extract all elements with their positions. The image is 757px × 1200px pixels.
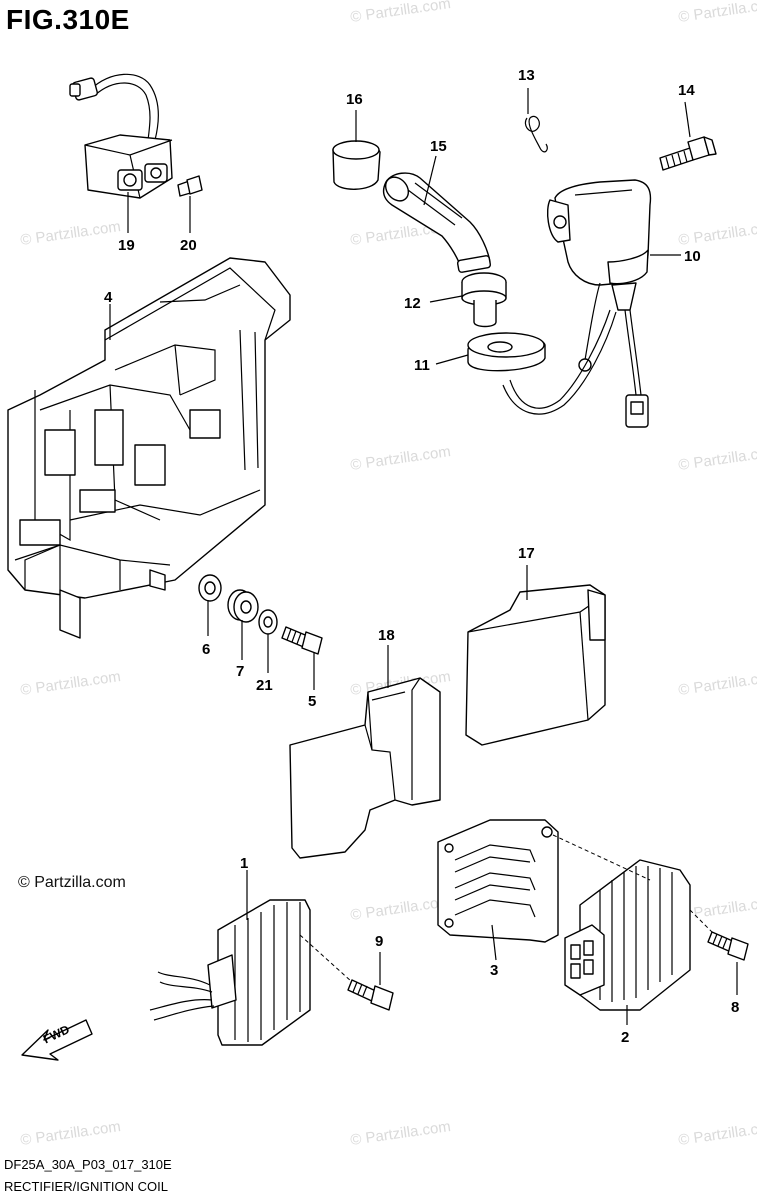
part-11-grommet: [467, 332, 546, 372]
callout-6: 6: [202, 641, 210, 658]
callout-11: 11: [414, 357, 430, 374]
callout-2: 2: [621, 1029, 629, 1046]
callout-8: 8: [731, 999, 739, 1016]
fwd-arrow-icon: FWD: [21, 1019, 93, 1061]
part-6-collar: [198, 574, 222, 602]
part-17-cdi-unit: [465, 584, 606, 746]
part-18-pad: [289, 677, 441, 859]
callout-3: 3: [490, 962, 498, 979]
part-16-cap: [332, 140, 381, 190]
part-1-rectifier: [149, 899, 311, 1046]
part-5-bolt: [281, 626, 323, 655]
part-10-ignition-coil: [502, 179, 652, 428]
part-14-bolt: [659, 136, 717, 171]
part-7-grommet: [227, 589, 259, 623]
part-8-bolt: [707, 931, 749, 961]
part-2-regulator: [564, 859, 691, 1011]
callout-16: 16: [346, 91, 363, 108]
part-4-bracket: [7, 257, 291, 639]
part-20-screw: [177, 175, 203, 197]
callout-21: 21: [256, 677, 273, 694]
callout-13: 13: [518, 67, 535, 84]
callout-19: 19: [118, 237, 135, 254]
callout-17: 17: [518, 545, 535, 562]
callout-1: 1: [240, 855, 248, 872]
callout-18: 18: [378, 627, 395, 644]
callout-12: 12: [404, 295, 421, 312]
figure-title: FIG.310E: [6, 4, 130, 35]
part-12-bushing: [461, 272, 507, 328]
drawing-name: RECTIFIER/IGNITION COIL: [4, 1179, 168, 1194]
callout-7: 7: [236, 663, 244, 680]
callouts: 1 2 3 4 5 6 7 8 9 10 11 12 13 14 15 16 1…: [104, 67, 739, 1046]
callout-9: 9: [375, 933, 383, 950]
part-3-plate: [437, 819, 559, 943]
part-15-plug-boot: [382, 172, 492, 273]
callout-5: 5: [308, 693, 316, 710]
callout-15: 15: [430, 138, 447, 155]
callout-4: 4: [104, 289, 113, 306]
part-19-relay-block: [69, 73, 173, 199]
callout-20: 20: [180, 237, 197, 254]
brand-label: © Partzilla.com: [18, 874, 126, 891]
part-21-washer: [258, 609, 278, 635]
leader-lines: [109, 88, 738, 1025]
part-13-clip: [524, 115, 548, 153]
drawing-code: DF25A_30A_P03_017_310E: [4, 1157, 172, 1172]
part-9-bolt: [347, 979, 394, 1011]
callout-14: 14: [678, 82, 695, 99]
callout-10: 10: [684, 248, 701, 265]
